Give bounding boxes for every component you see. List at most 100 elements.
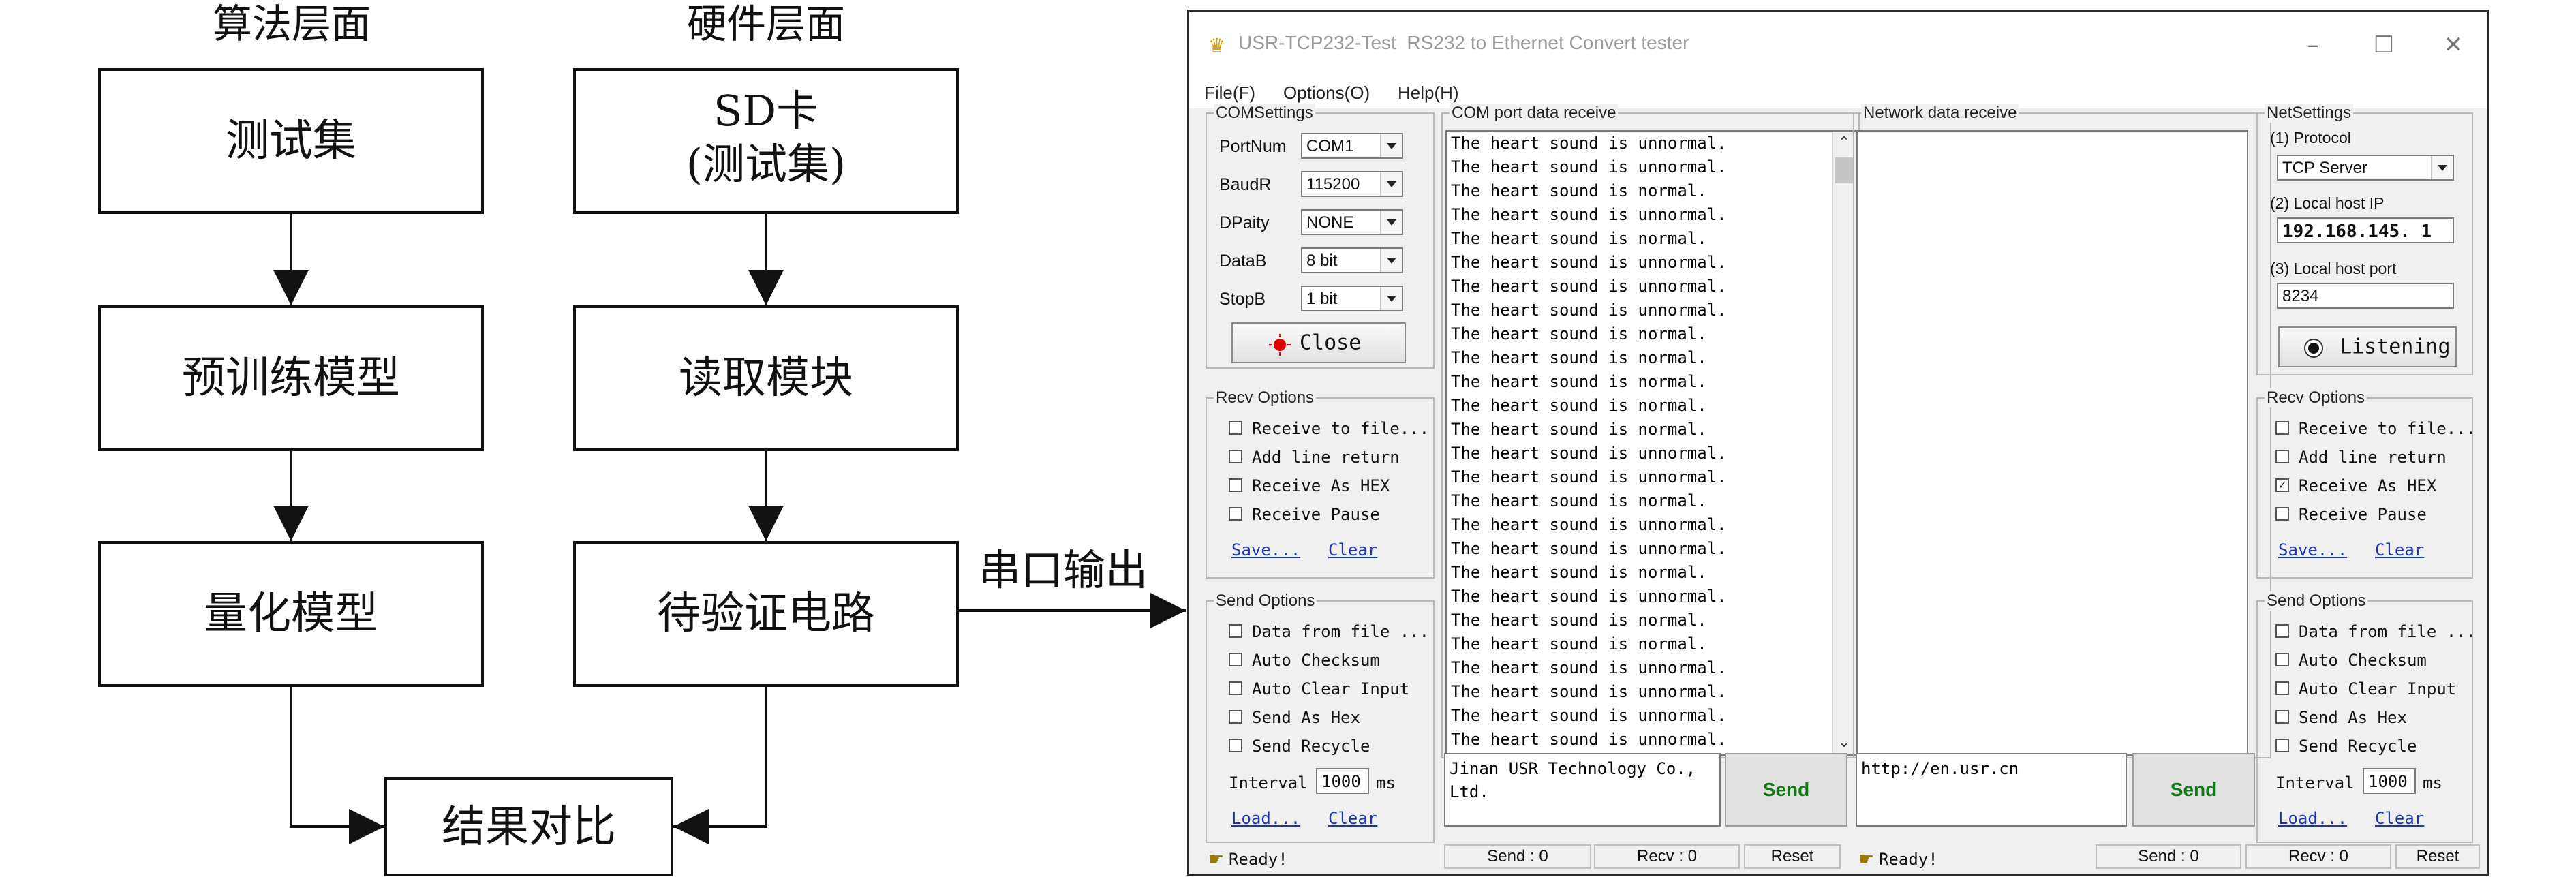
ready-hand-icon: ☛ [1858,848,1875,869]
baud-select[interactable]: 115200 [1301,171,1403,197]
receive-line: The heart sound is unnormal. [1451,277,1727,296]
receive-line: The heart sound is normal. [1451,420,1707,439]
scroll-down-icon: ⌄ [1837,734,1851,751]
scrollbar[interactable]: ⌃ ⌄ [1832,132,1856,754]
net-recv-clear-link[interactable]: Clear [2375,540,2425,559]
flow-diagram: 算法层面 硬件层面 测试集 SD卡 (测试集) 预训练模型 读取模块 量化模型 … [98,1,1186,876]
chevron-down-icon [1380,211,1402,234]
node-pretrained-model: 预训练模型 [182,353,400,403]
com-recv-count: Recv : 0 [1594,844,1740,869]
net-send-clear-link[interactable]: Clear [2375,809,2425,828]
net-send-load-link[interactable]: Load... [2278,809,2348,828]
header-hardware: 硬件层面 [687,1,845,47]
com-receive-textarea[interactable]: The heart sound is unnormal. The heart so… [1445,130,1857,756]
checkbox-icon [1229,710,1242,724]
com-send-options-label: Send Options [1214,591,1317,611]
node-read-module: 读取模块 [679,353,853,403]
com-send-button[interactable]: Send [1725,753,1847,827]
app-icon: ♛ [1208,34,1226,57]
net-send-button[interactable]: Send [2132,753,2255,827]
stopbits-label: StopB [1219,290,1266,309]
local-port-input[interactable]: 8234 [2277,283,2454,309]
chevron-down-icon [1380,249,1402,272]
parity-select[interactable]: NONE [1301,209,1403,235]
com-receive-group: COM port data receive The heart sound is… [1441,104,1860,758]
checkbox-icon [1229,507,1242,521]
node-quantized-model: 量化模型 [204,589,378,639]
stopbits-select[interactable]: 1 bit [1301,286,1403,311]
com-recv-clear-link[interactable]: Clear [1328,540,1378,559]
databits-select[interactable]: 8 bit [1301,247,1403,273]
checkbox-icon [2275,450,2289,463]
checkbox-icon [1229,681,1242,695]
com-reset-button[interactable]: Reset [1744,844,1841,869]
com-status: ☛ Ready! [1208,848,1288,869]
com-interval-unit: ms [1376,773,1396,793]
scroll-up-icon: ⌃ [1837,134,1851,151]
checkbox-icon [2275,624,2289,638]
close-window-button[interactable]: ✕ [2443,31,2464,59]
receive-line: The heart sound is normal. [1451,491,1707,510]
com-receive-label: COM port data receive [1450,104,1619,123]
node-result-compare: 结果对比 [442,802,616,852]
receive-line: The heart sound is unnormal. [1451,467,1727,487]
box-read-module [573,305,959,451]
box-result-compare [384,777,673,876]
scroll-thumb [1835,157,1853,183]
net-reset-button[interactable]: Reset [2395,844,2480,869]
com-send-clear-link[interactable]: Clear [1328,809,1378,828]
menu-options[interactable]: Options(O) [1283,82,1370,103]
protocol-select[interactable]: TCP Server [2277,155,2454,181]
receive-line: The heart sound is unnormal. [1451,706,1727,725]
close-port-button[interactable]: Close [1231,322,1406,363]
com-interval-label: Interval [1229,773,1308,793]
menu-file[interactable]: File(F) [1204,82,1256,103]
protocol-label: (1) Protocol [2270,129,2351,147]
node-sd-card-line2: (测试集) [686,139,846,189]
receive-line: The heart sound is unnormal. [1451,444,1727,463]
receive-line: The heart sound is normal. [1451,611,1707,630]
com-interval-input[interactable]: 1000 [1316,768,1369,794]
box-quantized-model [98,541,484,687]
com-send-input[interactable]: Jinan USR Technology Co., Ltd. [1444,753,1721,827]
maximize-button[interactable]: ☐ [2373,31,2395,59]
net-send-input[interactable]: http://en.usr.cn [1856,753,2127,827]
net-send-count: Send : 0 [2096,844,2241,869]
minimize-button[interactable]: – [2307,31,2319,59]
net-recv-save-link[interactable]: Save... [2278,540,2348,559]
ready-hand-icon: ☛ [1208,848,1225,869]
receive-line: The heart sound is unnormal. [1451,730,1727,749]
receive-line: The heart sound is unnormal. [1451,205,1727,224]
chevron-down-icon [1380,287,1402,310]
com-recv-save-link[interactable]: Save... [1231,540,1301,559]
box-sd-card [573,68,959,214]
network-receive-textarea[interactable] [1857,130,2248,756]
port-select[interactable]: COM1 [1301,133,1403,159]
receive-line: The heart sound is unnormal. [1451,301,1727,320]
local-port-label: (3) Local host port [2270,260,2397,277]
receive-line: The heart sound is normal. [1451,563,1707,582]
listening-button[interactable]: Listening [2278,326,2457,367]
receive-line: The heart sound is normal. [1451,348,1707,367]
close-port-label: Close [1300,330,1362,355]
receive-line: The heart sound is unnormal. [1451,253,1727,272]
header-algorithm: 算法层面 [213,1,371,47]
com-settings-group: COMSettings PortNum COM1 BaudR 115200 DP… [1206,104,1435,369]
port-label: PortNum [1219,137,1287,156]
com-settings-label: COMSettings [1214,104,1315,123]
net-send-options-group: Send Options Data from file ... Auto Che… [2256,591,2476,843]
chevron-down-icon [2431,156,2453,179]
checkbox-icon [2275,421,2289,435]
checkbox-icon [2275,739,2289,752]
box-pretrained-model [98,305,484,451]
parity-label: DPaity [1219,213,1270,232]
box-test-set [98,68,484,214]
com-send-load-link[interactable]: Load... [1231,809,1301,828]
network-receive-label: Network data receive [1861,104,2019,123]
ip-input[interactable]: 192.168.145. 1 [2277,217,2454,243]
net-interval-input[interactable]: 1000 [2363,768,2416,794]
checkbox-icon [1229,624,1242,638]
menu-help[interactable]: Help(H) [1398,82,1459,103]
node-sd-card-line1: SD卡 [714,86,818,136]
receive-line: The heart sound is normal. [1451,372,1707,391]
